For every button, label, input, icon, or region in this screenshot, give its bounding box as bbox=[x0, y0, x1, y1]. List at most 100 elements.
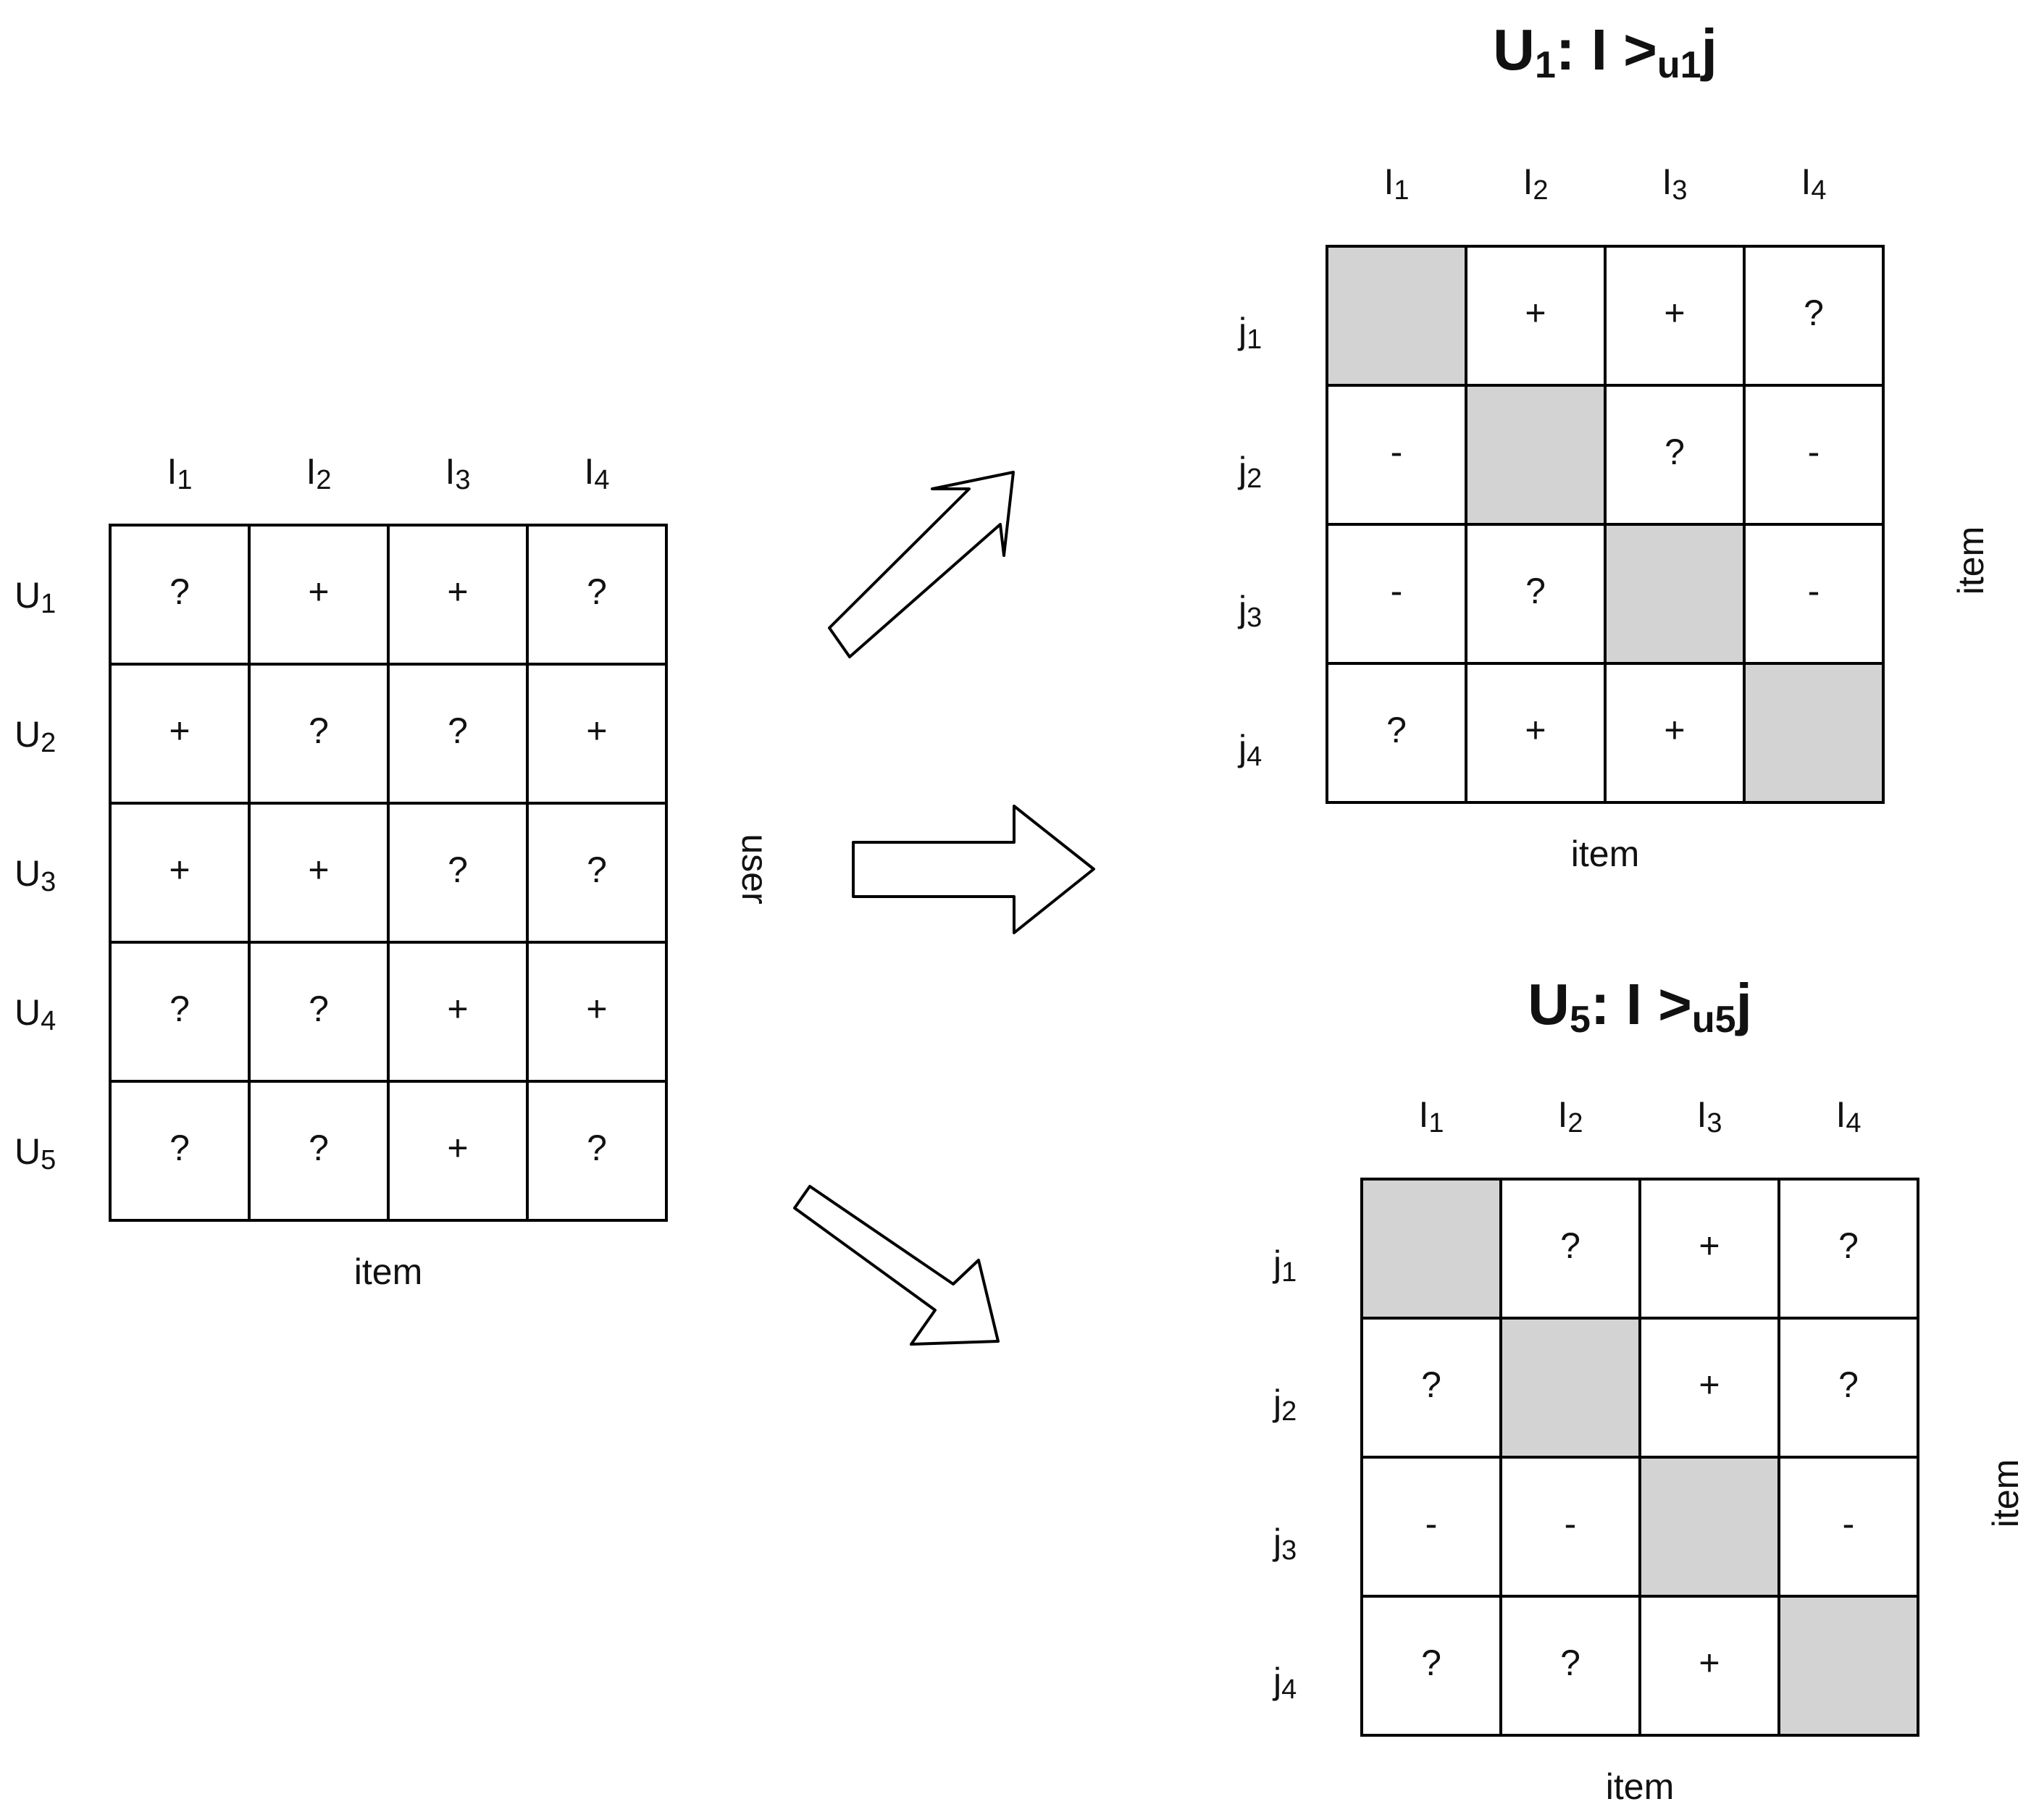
user-item-row-header: U5 bbox=[14, 1131, 56, 1175]
pairwise-cell bbox=[1638, 1317, 1780, 1459]
pairwise-cell-value: - bbox=[1565, 1504, 1577, 1544]
user-item-row-header: U1 bbox=[14, 575, 56, 619]
user-item-cell bbox=[109, 1080, 251, 1222]
pairwise-cell bbox=[1777, 1317, 1919, 1459]
pairwise-cell-value: - bbox=[1391, 571, 1403, 611]
user-item-cell-value: ? bbox=[448, 850, 468, 890]
pairwise-cell bbox=[1360, 1456, 1502, 1598]
user-item-cell-value: + bbox=[586, 710, 607, 751]
pairwise-row-header: j3 bbox=[1237, 589, 1262, 633]
pairwise-column-header: I3 bbox=[1696, 1094, 1722, 1138]
pairwise-cell bbox=[1743, 384, 1885, 526]
user-item-cell-value: + bbox=[447, 1128, 468, 1168]
user-item-cell-value: ? bbox=[169, 1128, 190, 1168]
pairwise-cell bbox=[1465, 662, 1607, 804]
pairwise-column-header: I1 bbox=[1418, 1094, 1444, 1138]
user-item-cell bbox=[248, 941, 390, 1083]
pairwise-cell-value: + bbox=[1699, 1364, 1720, 1405]
user-item-cell-value: ? bbox=[169, 989, 190, 1029]
pairwise-y-axis-label: item bbox=[1951, 527, 1991, 595]
user-item-cell-value: + bbox=[308, 571, 329, 612]
pairwise-diagonal-cell bbox=[1604, 523, 1746, 665]
pairwise-column-header: I1 bbox=[1383, 162, 1409, 206]
pairwise-cell bbox=[1499, 1456, 1641, 1598]
user-item-cell bbox=[526, 802, 668, 944]
pairwise-cell-value: - bbox=[1843, 1504, 1855, 1544]
pairwise-diagonal-cell bbox=[1499, 1317, 1641, 1459]
pairwise-cell-value: ? bbox=[1421, 1364, 1441, 1405]
user-item-cell-value: ? bbox=[587, 850, 607, 890]
arrow-right-icon bbox=[852, 805, 1095, 934]
pairwise-cell-value: + bbox=[1664, 710, 1685, 750]
pairwise-column-header: I3 bbox=[1662, 162, 1687, 206]
user-item-cell-value: + bbox=[169, 850, 190, 890]
pairwise-diagonal-cell bbox=[1360, 1178, 1502, 1320]
user-item-column-header: I3 bbox=[445, 451, 470, 495]
pairwise-cell bbox=[1743, 245, 1885, 387]
user-item-cell-value: ? bbox=[587, 571, 607, 612]
pairwise-y-axis-label: item bbox=[1985, 1459, 2026, 1527]
user-item-cell-value: + bbox=[447, 571, 468, 612]
pairwise-diagonal-cell bbox=[1638, 1456, 1780, 1598]
pairwise-cell-value: ? bbox=[1421, 1643, 1441, 1683]
pairwise-row-header: j4 bbox=[1272, 1661, 1297, 1705]
user-item-cell bbox=[387, 524, 529, 666]
user-item-cell bbox=[248, 802, 390, 944]
pairwise-cell-value: + bbox=[1699, 1225, 1720, 1266]
pairwise-cell-value: + bbox=[1525, 293, 1546, 333]
pairwise-cell bbox=[1604, 384, 1746, 526]
pairwise-matrix-title: U5: I >u5j bbox=[1528, 972, 1752, 1041]
pairwise-matrix-title: U1: I >u1j bbox=[1493, 17, 1717, 86]
pairwise-cell-value: ? bbox=[1664, 432, 1685, 472]
pairwise-cell-value: ? bbox=[1560, 1225, 1580, 1266]
pairwise-cell-value: ? bbox=[1838, 1225, 1859, 1266]
user-item-column-header: I4 bbox=[584, 451, 609, 495]
pairwise-row-header: j4 bbox=[1237, 728, 1262, 772]
pairwise-cell-value: ? bbox=[1386, 710, 1407, 750]
pairwise-x-axis-label: item bbox=[1571, 834, 1639, 874]
pairwise-cell-value: ? bbox=[1525, 571, 1546, 611]
pairwise-cell-value: ? bbox=[1560, 1643, 1580, 1683]
user-item-row-header: U3 bbox=[14, 853, 56, 897]
arrow-down-right-icon bbox=[793, 1185, 1000, 1346]
user-item-cell-value: ? bbox=[587, 1128, 607, 1168]
pairwise-cell bbox=[1743, 523, 1885, 665]
pairwise-diagonal-cell bbox=[1743, 662, 1885, 804]
pairwise-row-header: j2 bbox=[1237, 450, 1262, 494]
user-item-cell-value: + bbox=[447, 989, 468, 1029]
pairwise-diagonal-cell bbox=[1777, 1595, 1919, 1737]
user-item-y-axis-label: user bbox=[734, 834, 775, 904]
pairwise-cell bbox=[1777, 1178, 1919, 1320]
user-item-cell-value: ? bbox=[169, 571, 190, 612]
user-item-cell bbox=[109, 941, 251, 1083]
pairwise-diagonal-cell bbox=[1465, 384, 1607, 526]
user-item-cell-value: ? bbox=[448, 710, 468, 751]
user-item-cell bbox=[526, 663, 668, 805]
pairwise-x-axis-label: item bbox=[1606, 1766, 1674, 1807]
pairwise-cell bbox=[1326, 523, 1467, 665]
user-item-cell bbox=[387, 1080, 529, 1222]
arrows-layer bbox=[793, 471, 1095, 1346]
user-item-row-header: U2 bbox=[14, 714, 56, 758]
pairwise-row-header: j1 bbox=[1237, 311, 1262, 355]
user-item-cell-value: + bbox=[586, 989, 607, 1029]
pairwise-column-header: I4 bbox=[1835, 1094, 1861, 1138]
pairwise-row-header: j3 bbox=[1272, 1522, 1297, 1566]
pairwise-cell-value: - bbox=[1808, 432, 1820, 472]
pairwise-cell bbox=[1499, 1595, 1641, 1737]
user-item-cell-value: ? bbox=[309, 989, 329, 1029]
pairwise-cell-value: + bbox=[1699, 1643, 1720, 1683]
user-item-cell bbox=[526, 524, 668, 666]
pairwise-cell bbox=[1499, 1178, 1641, 1320]
user-item-cell bbox=[526, 941, 668, 1083]
pairwise-row-header: j1 bbox=[1272, 1244, 1297, 1288]
pairwise-diagonal-cell bbox=[1326, 245, 1467, 387]
pairwise-cell-value: - bbox=[1391, 432, 1403, 472]
user-item-column-header: I2 bbox=[306, 451, 331, 495]
arrow-up-right-icon bbox=[828, 471, 1015, 658]
